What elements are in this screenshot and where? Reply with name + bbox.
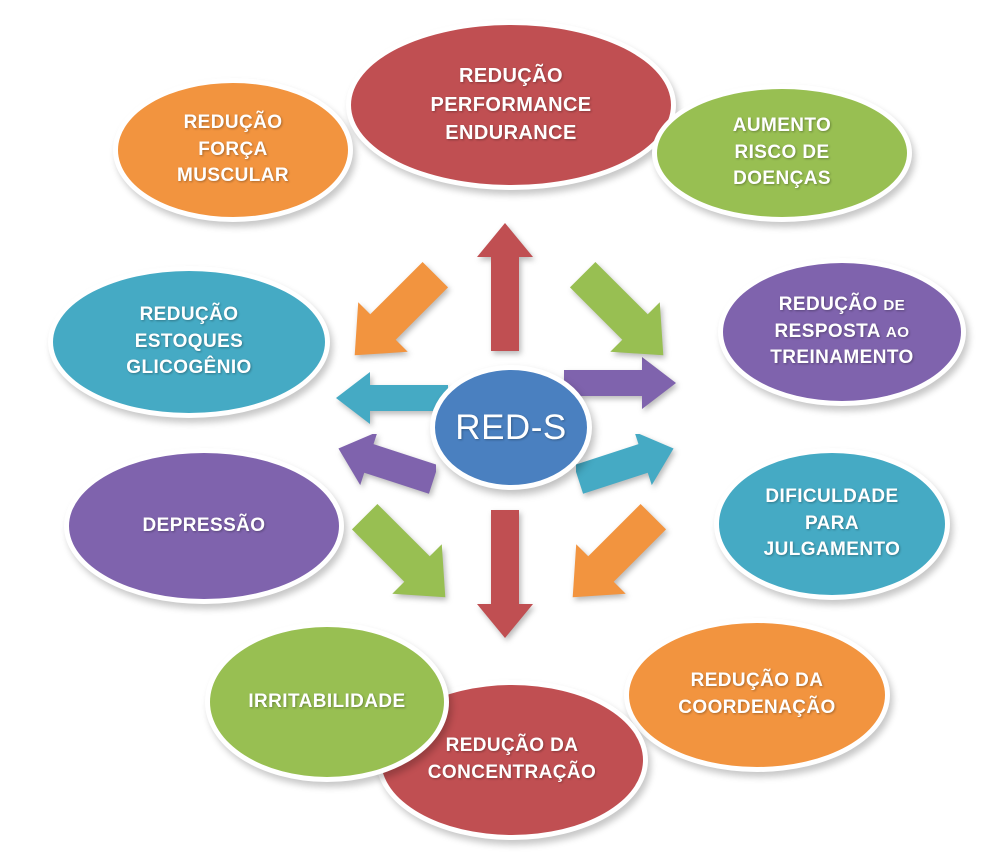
node-line: MUSCULAR: [177, 165, 289, 187]
node-line: TREINAMENTO: [770, 345, 913, 372]
node-line: REDUÇÃO DA: [445, 735, 579, 757]
arrow-right-icon: [564, 357, 676, 409]
node-line: REDUÇÃO: [139, 303, 239, 325]
node-dificuldade-para-julgamento[interactable]: DIFICULDADE PARA JULGAMENTO: [714, 448, 950, 600]
arrow-up-right-icon: [569, 261, 664, 356]
node-center-reds[interactable]: RED-S: [430, 365, 592, 490]
node-line: DOENÇAS: [733, 168, 831, 190]
node-word: RESPOSTA AO: [775, 321, 910, 342]
arrow-left-icon: [336, 372, 448, 424]
node-line: CONCENTRAÇÃO: [427, 762, 597, 783]
node-line: RISCO DE: [734, 141, 830, 163]
node-line: DIFICULDADE: [765, 485, 899, 507]
node-word-main: REDUÇÃO: [778, 293, 878, 315]
arrow-up-left-icon: [354, 261, 449, 356]
node-line: ESTOQUES: [134, 330, 244, 352]
node-line: REDUÇÃO DE: [779, 292, 905, 319]
node-line: RESPOSTA AO: [775, 319, 910, 346]
node-depressao[interactable]: DEPRESSÃO: [64, 448, 344, 604]
arrow-up-icon: [477, 223, 533, 351]
node-reducao-performance-endurance[interactable]: REDUÇÃO PERFORMANCE ENDURANCE: [346, 20, 676, 190]
node-line: REDUÇÃO: [183, 111, 283, 133]
node-line: COORDENAÇÃO: [678, 697, 836, 718]
arrow-down-right-icon: [572, 503, 667, 598]
node-line: JULGAMENTO: [763, 539, 901, 561]
center-label: RED-S: [455, 407, 567, 447]
node-word: REDUÇÃO DE: [779, 294, 905, 315]
node-line: PARA: [804, 512, 860, 534]
node-line: AUMENTO: [732, 114, 832, 136]
arrow-down-right-secondary-icon: [576, 434, 674, 494]
node-line: REDUÇÃO: [459, 65, 563, 88]
node-line: REDUÇÃO DA: [690, 670, 824, 692]
node-aumento-risco-de-doencas[interactable]: AUMENTO RISCO DE DOENÇAS: [652, 84, 912, 222]
node-word-small: AO: [885, 323, 910, 341]
node-line: ENDURANCE: [445, 122, 577, 145]
node-reducao-forca-muscular[interactable]: REDUÇÃO FORÇA MUSCULAR: [113, 78, 353, 222]
node-reducao-da-coordenacao[interactable]: REDUÇÃO DA COORDENAÇÃO: [624, 618, 890, 772]
node-word-main: TREINAMENTO: [770, 347, 914, 369]
node-word: TREINAMENTO: [770, 347, 913, 368]
node-line: IRRITABILIDADE: [248, 690, 406, 712]
arrow-down-icon: [477, 510, 533, 638]
node-word-main: RESPOSTA: [774, 320, 881, 342]
node-reducao-estoques-glicogenio[interactable]: REDUÇÃO ESTOQUES GLICOGÊNIO: [48, 266, 330, 418]
node-line: DEPRESSÃO: [142, 514, 266, 536]
node-irritabilidade[interactable]: IRRITABILIDADE: [205, 622, 449, 782]
arrow-down-left-icon: [351, 503, 446, 598]
node-line: PERFORMANCE: [430, 93, 592, 116]
node-line: FORÇA: [198, 138, 268, 160]
node-reducao-de-resposta-ao-treinamento[interactable]: REDUÇÃO DE RESPOSTA AO TREINAMENTO: [718, 258, 966, 406]
node-word-small: DE: [883, 296, 906, 314]
node-line: GLICOGÊNIO: [126, 357, 252, 379]
arrow-down-left-secondary-icon: [338, 434, 436, 494]
